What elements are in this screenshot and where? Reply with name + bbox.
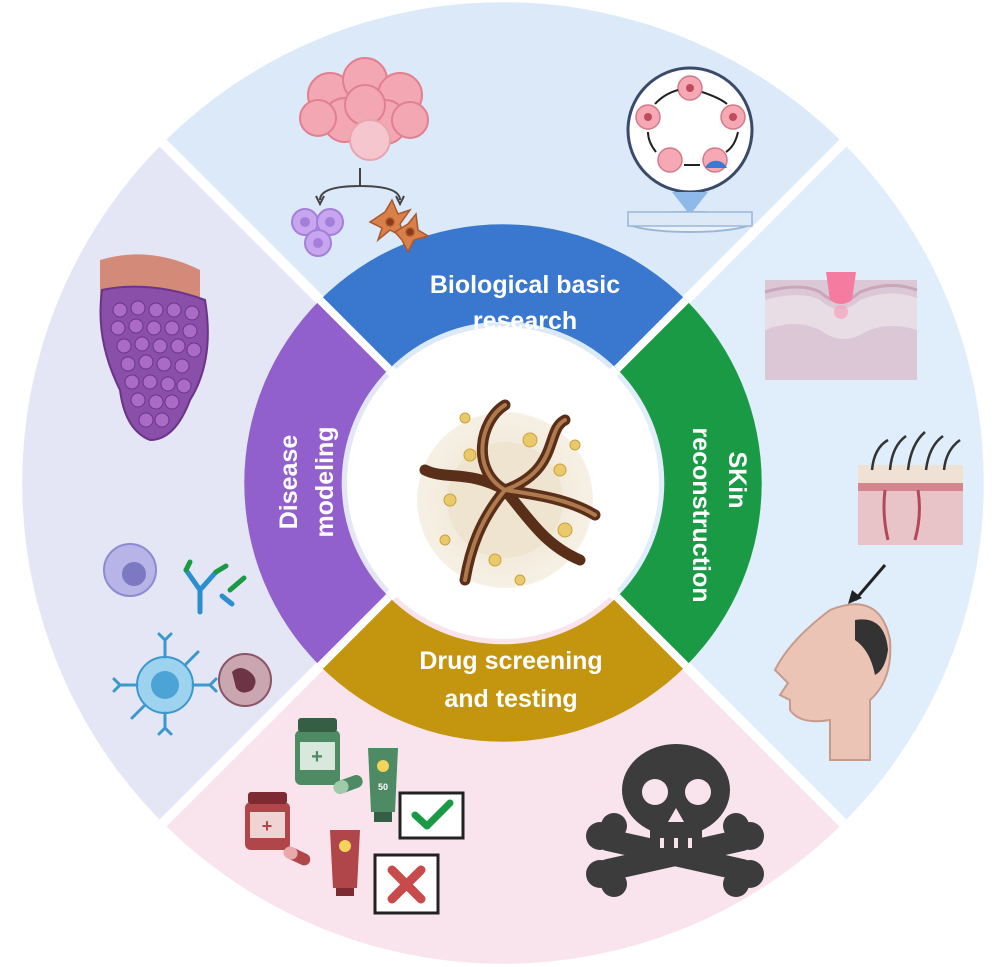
down-arrow-icon xyxy=(848,564,887,604)
label-bottom-line2: and testing xyxy=(444,685,577,713)
medicine-bottle-icon: + xyxy=(245,792,290,850)
label-top-line2: research xyxy=(473,307,577,335)
segment-top[interactable] xyxy=(320,224,686,369)
cell-cycle-icon xyxy=(626,66,754,194)
sunscreen-tube-icon: 50 xyxy=(368,748,398,822)
hair-follicle-organoid-icon xyxy=(417,399,601,588)
skin-wound-icon xyxy=(764,272,918,380)
medicine-bottle-icon: + xyxy=(295,718,340,785)
skull-crossbones-icon xyxy=(586,744,764,897)
differentiation-arrows-icon xyxy=(315,168,405,207)
macrophage-icon xyxy=(112,632,218,736)
segment-left[interactable] xyxy=(244,300,389,666)
label-bottom-line1: Drug screening xyxy=(419,647,602,675)
label-right-line1: SKin xyxy=(723,452,751,509)
svg-text:+: + xyxy=(311,746,323,768)
antibody-icon xyxy=(183,559,247,615)
segment-right[interactable] xyxy=(617,300,762,666)
label-left-line1: Disease xyxy=(275,435,303,530)
check-box-icon xyxy=(398,791,465,840)
sunscreen-tube-icon xyxy=(330,830,360,896)
bald-head-icon xyxy=(773,603,892,761)
immune-cell-icon xyxy=(103,543,157,597)
petri-dish-icon xyxy=(627,192,753,233)
svg-text:+: + xyxy=(262,816,273,836)
skin-hair-section-icon xyxy=(858,431,963,545)
granulocyte-icon xyxy=(218,653,272,707)
pill-icon xyxy=(283,775,363,866)
label-left-line2: modeling xyxy=(311,426,339,537)
cell-cluster-icon xyxy=(299,57,429,161)
label-right-line2: reconstruction xyxy=(687,427,715,602)
tumor-tissue-icon xyxy=(99,254,209,442)
svg-text:50: 50 xyxy=(378,782,388,792)
label-top-line1: Biological basic xyxy=(430,271,620,299)
fibroblast-icon xyxy=(368,198,430,254)
segment-bottom[interactable] xyxy=(320,597,686,742)
stem-cell-icon xyxy=(291,208,344,257)
cross-box-icon xyxy=(373,853,440,915)
